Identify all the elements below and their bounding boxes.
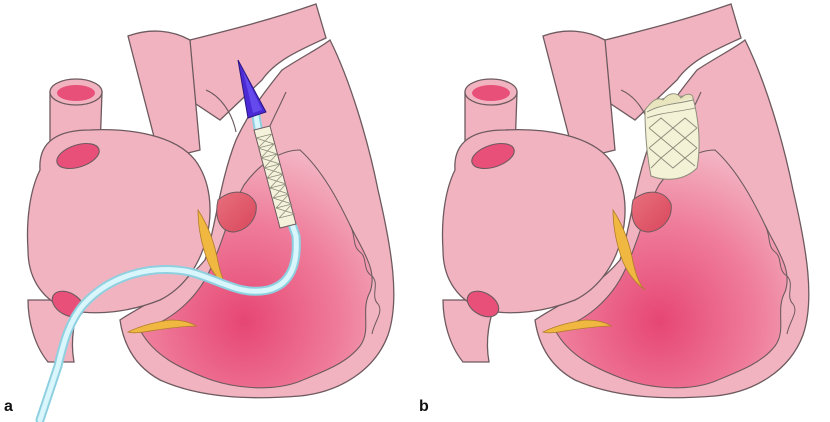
panel-b: b xyxy=(415,0,830,422)
crimped-valve-stent-icon xyxy=(253,125,297,229)
delivery-catheter-icon xyxy=(35,111,301,422)
heart-diagram-b xyxy=(441,3,810,399)
panel-label-b: b xyxy=(419,398,429,415)
panel-label-a: a xyxy=(4,398,13,415)
expanded-valve-prosthesis-icon xyxy=(644,93,700,180)
panel-a: a xyxy=(4,3,395,422)
heart-diagram-a xyxy=(26,3,395,422)
catheter-nosecone-icon xyxy=(237,59,267,119)
